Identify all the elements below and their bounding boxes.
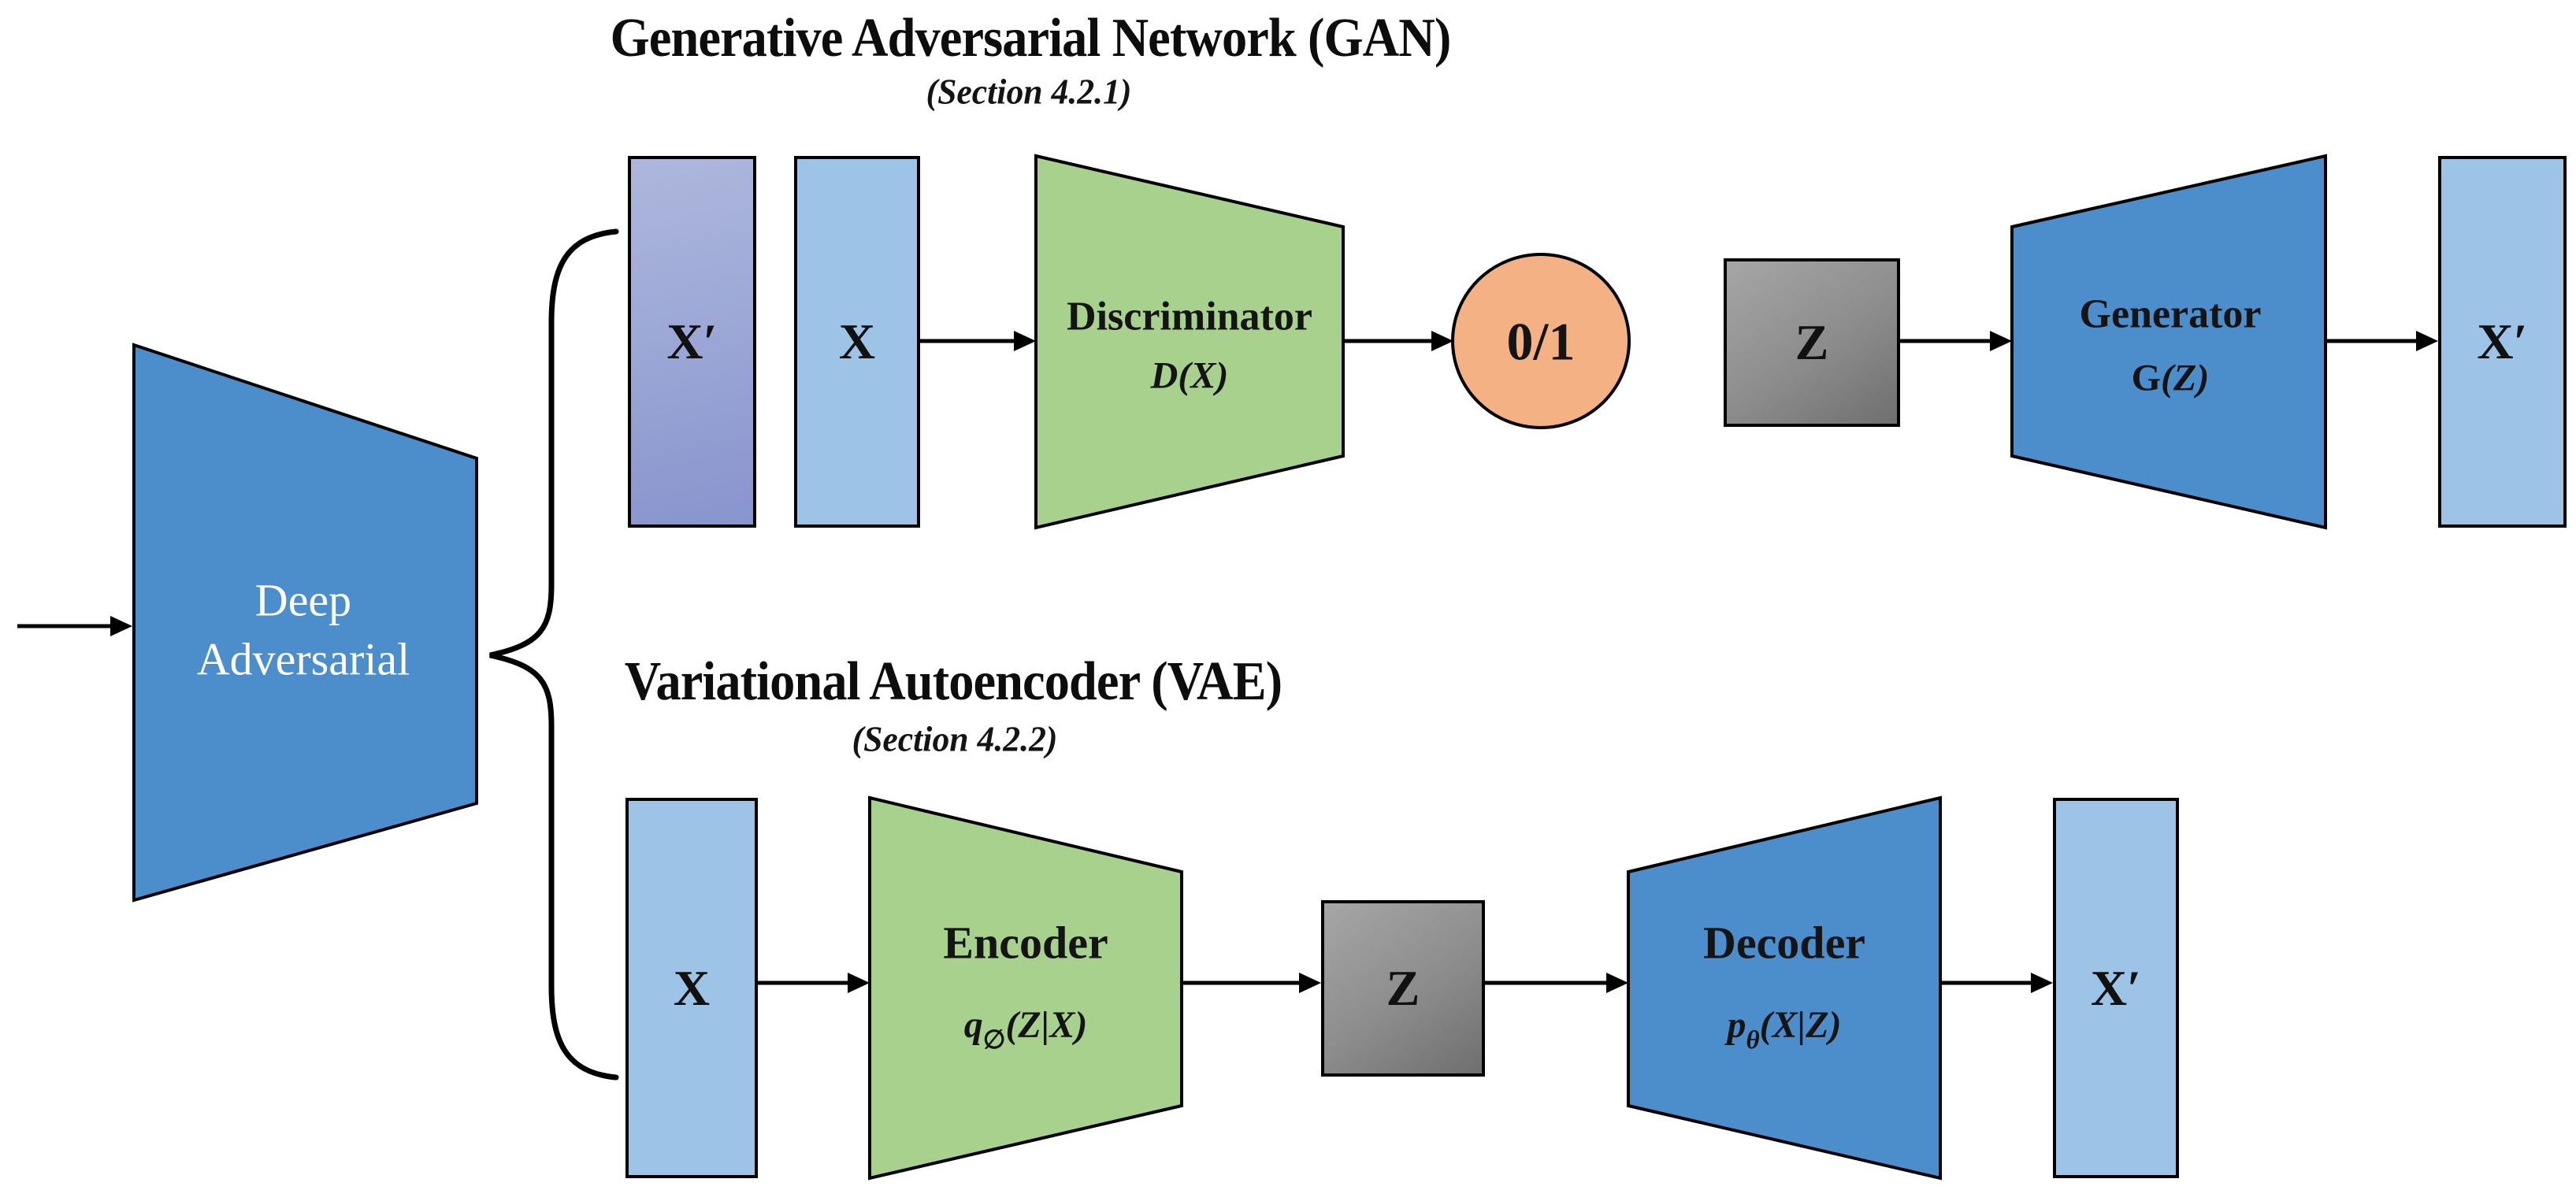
arrow-input-to-deep-adversarial [17,616,132,636]
gan-title: Generative Adversarial Network (GAN) [610,8,1452,69]
output-0-1-label: 0/1 [1506,311,1576,372]
generator-formula-fn: G [2131,357,2162,399]
arrow-z-to-generator [1900,331,2012,351]
decoder-trapezoid [1627,795,1942,1181]
gan-z-box: Z [1724,258,1900,427]
gan-section-label: (Section 4.2.1) [926,71,1132,112]
arrow-z-to-decoder [1485,973,1628,993]
discriminator-trapezoid [1034,154,1345,530]
encoder-trapezoid [868,795,1183,1181]
encoder-formula-subscript: ∅ [982,1026,1006,1055]
arrow-encoder-to-z [1182,973,1321,993]
decoder-formula-subscript: θ [1746,1026,1760,1055]
arrow-x-to-discriminator [920,331,1036,351]
decoder-formula: pθ(X|Z) [1727,1003,1841,1055]
deep-adversarial-label: Deep Adversarial [197,571,410,690]
generator-trapezoid [2010,154,2327,530]
discriminator-label: Discriminator [1067,294,1312,339]
deep-adversarial-label-line1: Deep [254,574,352,626]
vae-section-label: (Section 4.2.2) [852,718,1058,759]
generator-formula-rest: (Z) [2161,357,2210,399]
gan-x-prime-input-label: X′ [666,313,718,369]
encoder-formula-rest: (Z|X) [1005,1004,1088,1046]
generator-formula: G(Z) [2132,357,2210,400]
deep-adversarial-trapezoid [132,343,478,903]
deep-adversarial-label-line2: Adversarial [196,634,410,685]
arrow-generator-to-x-prime [2325,331,2438,351]
decoder-label: Decoder [1702,917,1866,969]
arrow-decoder-to-x-prime [1940,973,2053,993]
gan-x-input-label: X [838,313,876,369]
vae-x-input-box: X [625,798,758,1178]
encoder-formula-fn: q [963,1004,983,1046]
gan-z-label: Z [1795,314,1829,370]
decoder-formula-fn: p [1727,1004,1746,1046]
vae-title: Variational Autoencoder (VAE) [624,651,1282,712]
vae-z-box: Z [1321,900,1485,1077]
vae-x-prime-output-label: X′ [2090,959,2142,1016]
vae-x-prime-output-box: X′ [2053,798,2179,1178]
encoder-formula: q∅(Z|X) [964,1003,1088,1055]
decoder-formula-rest: (X|Z) [1759,1004,1842,1046]
discriminator-formula: D(X) [1150,354,1229,397]
vae-z-label: Z [1386,960,1420,1016]
gan-x-prime-output-box: X′ [2438,156,2567,528]
generator-label: Generator [2079,291,2262,337]
gan-x-prime-input-box: X′ [628,156,756,528]
arrow-x-to-encoder [758,973,870,993]
gan-x-prime-output-label: X′ [2477,313,2528,369]
gan-x-input-box: X [794,156,920,528]
vae-x-input-label: X [673,959,711,1016]
arrow-discriminator-to-output [1343,331,1453,351]
encoder-label: Encoder [943,917,1108,969]
branch-brace [489,228,619,1081]
